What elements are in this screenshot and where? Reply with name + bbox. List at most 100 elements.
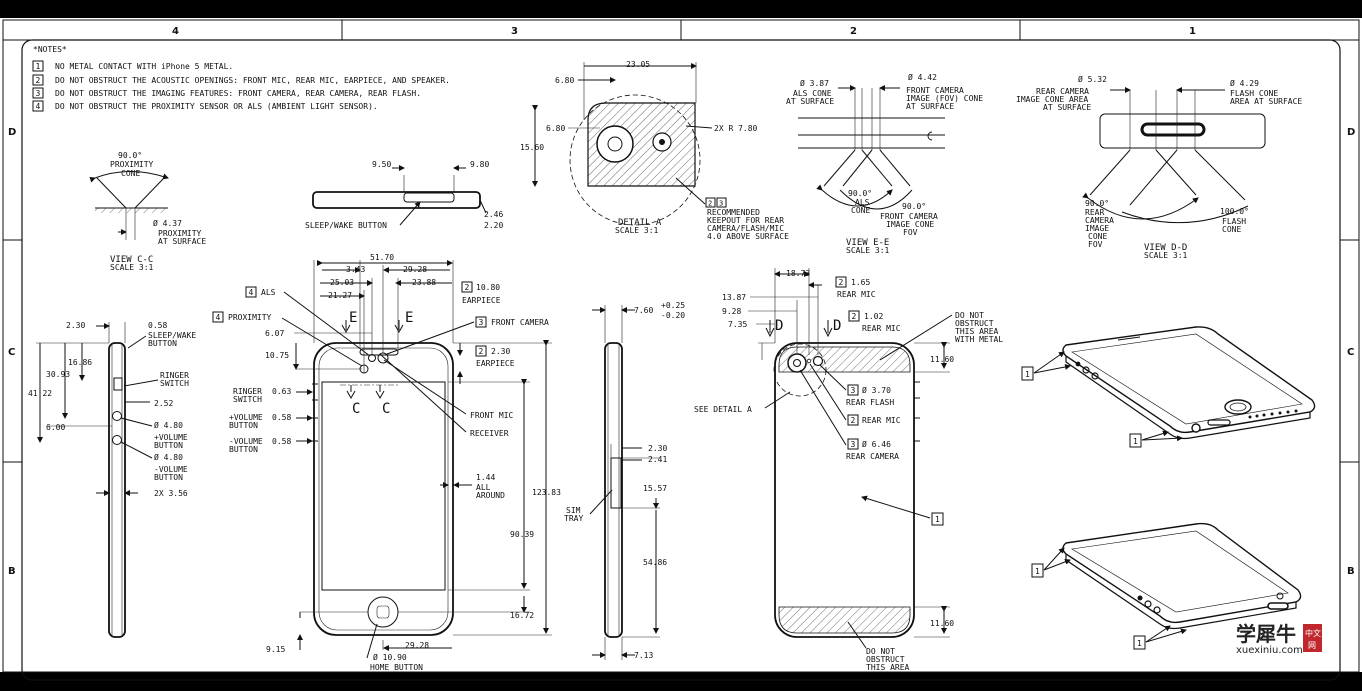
- dd-a1-l1: REAR: [1085, 208, 1104, 217]
- note-2-num: 2: [36, 76, 41, 85]
- ee-d1-l2: AT SURFACE: [786, 97, 834, 106]
- sl-volup-l2: BUTTON: [154, 441, 183, 450]
- iso-view-bottom: 1 1: [1031, 522, 1302, 650]
- notes-block: *NOTES* 1 NO METAL CONTACT WITH iPhone 5…: [32, 45, 450, 112]
- dd-d2: Ø 4.29: [1230, 78, 1259, 88]
- fr-sec-c2: C: [382, 401, 390, 417]
- rr-d6: 1.02: [864, 312, 883, 321]
- ee-a1-l1: ALS: [855, 198, 870, 207]
- fr-home: Ø 10.90: [373, 652, 407, 662]
- sr-d2: 2.30: [648, 444, 667, 453]
- da-radius: 2X R 7.80: [714, 124, 758, 133]
- fr-ear-l: EARPIECE: [462, 296, 501, 305]
- rr-bot-l3: THIS AREA: [866, 663, 910, 672]
- da-d4: 15.60: [520, 143, 544, 152]
- rr-d4: 9.28: [722, 307, 741, 316]
- zone-2: 2: [850, 26, 857, 37]
- sr-d6: 7.13: [634, 651, 653, 660]
- detail-a: 23.05 6.80 6.80 15.60 2X R 7.80 2 3 RECO…: [520, 60, 789, 241]
- fr-d6: 6.07: [265, 329, 284, 338]
- rr-d5: 7.35: [728, 320, 747, 329]
- note-4-num: 4: [36, 102, 41, 111]
- da-scale: SCALE 3:1: [615, 226, 659, 235]
- dd-a1-l5: FOV: [1088, 240, 1103, 249]
- sl-d7: 2.52: [154, 399, 173, 408]
- watermark: 学犀牛 xuexiniu.com 中文 网: [1232, 620, 1326, 656]
- ee-d2-l2: IMAGE (FOV) CONE: [906, 94, 983, 103]
- fr-d2: 29.28: [403, 265, 427, 274]
- sl-voldn: Ø 4.80: [154, 452, 183, 462]
- da-note-num1: 2: [708, 200, 712, 208]
- rear-view: 18.73 2 1.65 REAR MIC 13.87 9.28 7.35 D …: [694, 268, 1003, 672]
- row-b-left: B: [8, 566, 16, 577]
- iso-view-top: 1 1: [1021, 326, 1316, 448]
- top-label: SLEEP/WAKE BUTTON: [305, 221, 387, 230]
- row-c-right: C: [1347, 347, 1354, 358]
- sr-d1: 7.60: [634, 306, 653, 315]
- fr-home-l: HOME BUTTON: [370, 663, 423, 672]
- row-d-left: D: [8, 127, 16, 138]
- watermark-cn: 学犀牛: [1236, 622, 1296, 646]
- fr-sec-e2: E: [405, 310, 413, 326]
- sl-d2-l1: SLEEP/WAKE: [148, 331, 196, 340]
- ee-scale: SCALE 3:1: [846, 246, 890, 255]
- fr-ear2-d: 2.30: [491, 347, 510, 356]
- dd-d1-l1: REAR CAMERA: [1036, 87, 1089, 96]
- rr-d8: 11.60: [930, 619, 954, 628]
- ee-a2: 90.0°: [902, 202, 926, 211]
- iso-bot-note2: 1: [1137, 639, 1142, 648]
- sl-d1: 2.30: [66, 321, 85, 330]
- cc-dia: Ø 4.37: [153, 218, 182, 228]
- dd-a1-l3: IMAGE: [1085, 224, 1109, 233]
- rr-dno-l1: DO NOT: [955, 311, 984, 320]
- fr-d5: 21.27: [328, 291, 352, 300]
- dd-a1: 90.0°: [1085, 199, 1109, 208]
- sl-ringer-l2: SWITCH: [160, 379, 189, 388]
- sr-d4: 15.57: [643, 484, 667, 493]
- rr-flash-d: Ø 3.70: [862, 385, 891, 395]
- note-1-num: 1: [36, 62, 41, 71]
- note-3-num: 3: [36, 89, 41, 98]
- dd-d1-l2: IMAGE CONE AREA: [1016, 95, 1088, 104]
- sl-d2-l2: BUTTON: [148, 339, 177, 348]
- fr-front-mic: FRONT MIC: [470, 411, 514, 420]
- row-d-right: D: [1347, 127, 1355, 138]
- fr-ear2-l: EARPIECE: [476, 359, 515, 368]
- dd-a2: 100.0°: [1220, 207, 1249, 216]
- da-title: DETAIL A: [618, 218, 662, 228]
- sr-sim-l2: TRAY: [564, 514, 583, 523]
- top-d4: 2.20: [484, 221, 503, 230]
- ee-a1: 90.0°: [848, 189, 872, 198]
- dd-d1: Ø 5.32: [1078, 74, 1107, 84]
- fr-als-num: 4: [249, 288, 254, 297]
- watermark-badge2: 网: [1308, 641, 1316, 650]
- fr-ringer-d: 0.63: [272, 387, 291, 396]
- sr-d3: 2.41: [648, 455, 667, 464]
- rr-cam-d: Ø 6.46: [862, 439, 891, 449]
- watermark-url: xuexiniu.com: [1236, 645, 1303, 656]
- fr-volup-l: BUTTON: [229, 421, 258, 430]
- note-3-text: DO NOT OBSTRUCT THE IMAGING FEATURES: FR…: [55, 89, 421, 98]
- sl-ringer-l1: RINGER: [160, 371, 189, 380]
- rr-dno-l2: OBSTRUCT: [955, 319, 994, 328]
- cc-scale: SCALE 3:1: [110, 263, 154, 272]
- da-note-l1: RECOMMENDED: [707, 208, 760, 217]
- fr-d9: 90.39: [510, 530, 534, 539]
- dd-a1-l4: CONE: [1088, 232, 1107, 241]
- cc-angle-l2: CONE: [121, 169, 140, 178]
- rr-d7: 11.60: [930, 355, 954, 364]
- sl-volup: Ø 4.80: [154, 420, 183, 430]
- fr-h: 123.83: [532, 488, 561, 497]
- fr-d4: 23.88: [412, 278, 436, 287]
- ee-a2-l3: FOV: [903, 228, 918, 237]
- rr-note-num: 1: [935, 515, 940, 524]
- sl-volup-l1: +VOLUME: [154, 433, 188, 442]
- fr-ear-num: 2: [465, 283, 470, 292]
- rr-mic3-num: 2: [851, 416, 856, 425]
- sl-voldn-l1: -VOLUME: [154, 465, 188, 474]
- fr-cam: FRONT CAMERA: [491, 318, 549, 327]
- right-side-view: 7.60 +0.25 -0.20 2.30 2.41 15.57 SIM TRA…: [564, 301, 685, 660]
- sr-d1-b: -0.20: [661, 311, 685, 320]
- da-d1: 23.05: [626, 60, 650, 69]
